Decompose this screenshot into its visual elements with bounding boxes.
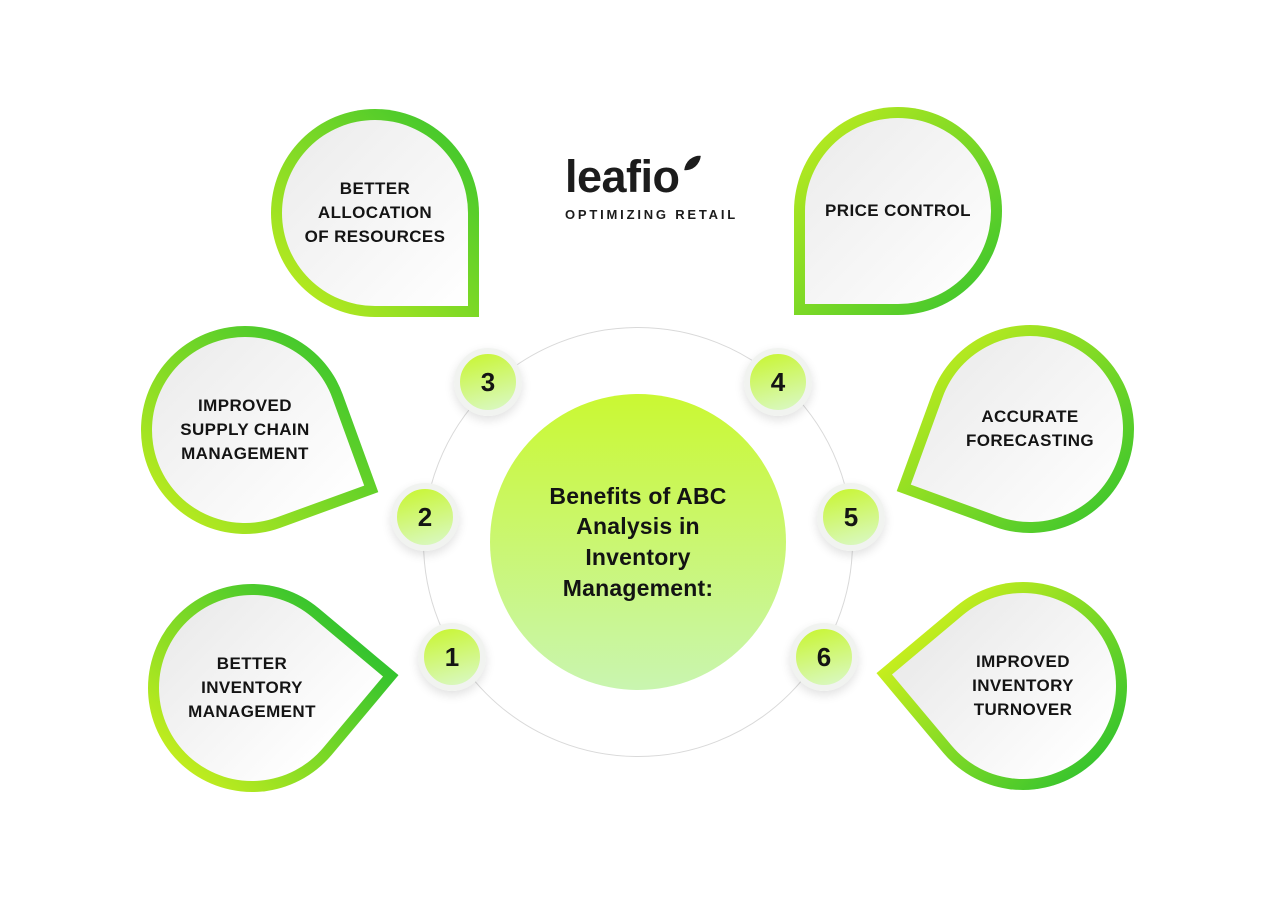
central-title: Benefits of ABC Analysis in Inventory Ma… bbox=[549, 482, 727, 601]
badge-number: 4 bbox=[770, 366, 786, 397]
number-badge-1: 1 bbox=[418, 623, 486, 691]
bubble-label: BETTER INVENTORY MANAGEMENT bbox=[188, 654, 316, 721]
bubble-label: IMPROVED SUPPLY CHAIN MANAGEMENT bbox=[180, 396, 310, 463]
number-badge-6: 6 bbox=[790, 623, 858, 691]
benefit-bubble-accurate-forecasting: ACCURATE FORECASTING bbox=[896, 295, 1164, 563]
badge-number: 1 bbox=[444, 641, 460, 672]
central-circle: Benefits of ABC Analysis in Inventory Ma… bbox=[490, 394, 786, 690]
benefit-bubble-inventory-management: BETTER INVENTORY MANAGEMENT bbox=[105, 541, 399, 835]
badge-number: 2 bbox=[417, 501, 433, 532]
badge-number: 6 bbox=[816, 641, 832, 672]
bubble-label: ACCURATE FORECASTING bbox=[965, 407, 1095, 450]
number-badge-2: 2 bbox=[391, 483, 459, 551]
logo-text: leafio bbox=[565, 151, 680, 202]
bubble-fill bbox=[282, 120, 468, 306]
bubble-label: IMPROVED INVENTORY TURNOVER bbox=[972, 652, 1074, 719]
logo-wordmark: leafio bbox=[565, 151, 701, 202]
badge-number: 3 bbox=[480, 366, 496, 397]
number-badge-4: 4 bbox=[744, 348, 812, 416]
benefit-bubble-supply-chain: IMPROVED SUPPLY CHAIN MANAGEMENT bbox=[111, 296, 379, 564]
bubble-label: PRICE CONTROL bbox=[825, 201, 971, 221]
logo-tagline: OPTIMIZING RETAIL bbox=[565, 206, 739, 222]
badge-number: 5 bbox=[843, 501, 859, 532]
benefit-bubble-price-control: PRICE CONTROL bbox=[794, 107, 1002, 315]
benefit-bubble-inventory-turnover: IMPROVED INVENTORY TURNOVER bbox=[876, 539, 1170, 833]
bubble-label: BETTER ALLOCATION OF RESOURCES bbox=[304, 179, 446, 246]
bubble-fill bbox=[805, 118, 991, 304]
number-badge-5: 5 bbox=[817, 483, 885, 551]
benefit-bubble-better-allocation: BETTER ALLOCATION OF RESOURCES bbox=[271, 109, 479, 317]
leafio-logo: leafio OPTIMIZING RETAIL bbox=[565, 152, 738, 222]
leaf-icon bbox=[683, 154, 701, 172]
number-badge-3: 3 bbox=[454, 348, 522, 416]
